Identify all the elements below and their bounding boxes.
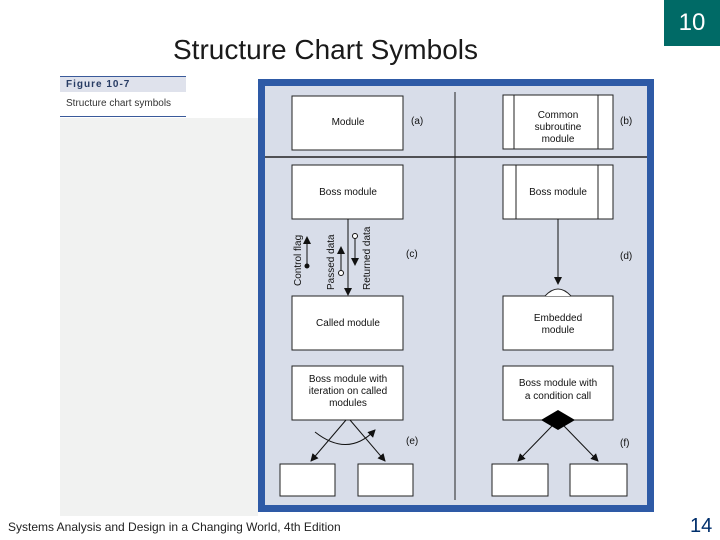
figure-label: Figure 10-7: [60, 76, 186, 92]
figure-caption: Figure 10-7 Structure chart symbols: [60, 76, 186, 118]
module-label: Module: [332, 117, 365, 128]
called-box-e1: [279, 463, 336, 497]
common-subroutine-line-3: module: [542, 134, 575, 145]
boss-iteration-line-3: modules: [329, 398, 367, 409]
footer-text: Systems Analysis and Design in a Changin…: [8, 520, 341, 534]
returned-data-label: Returned data: [362, 226, 373, 290]
called-module-label: Called module: [316, 318, 380, 329]
common-subroutine-line-2: subroutine: [535, 122, 582, 133]
common-subroutine-line-1: Common: [538, 110, 579, 121]
returned-data-circle: [352, 233, 358, 239]
slide-title: Structure Chart Symbols: [173, 34, 478, 65]
panel-label-d: (d): [620, 251, 632, 262]
iteration-arrow-right: [349, 419, 386, 462]
chapter-badge: 10: [664, 0, 720, 46]
panel-label-e: (e): [406, 436, 418, 447]
boss-condition-line-2: a condition call: [525, 391, 591, 402]
called-box-f1: [491, 463, 549, 497]
panel-label-f: (f): [620, 438, 629, 449]
called-box-f2: [569, 463, 628, 497]
figure-description: Structure chart symbols: [66, 98, 172, 109]
control-flag-dot: [304, 263, 310, 269]
called-module-box: [291, 295, 404, 351]
page-number: 14: [690, 515, 713, 537]
boss-condition-line-1: Boss module with: [519, 378, 597, 389]
passed-data-label: Passed data: [326, 234, 337, 290]
iteration-loop-arc: [314, 429, 376, 445]
figure-margin: [60, 118, 258, 516]
condition-diamond: [541, 410, 575, 430]
caption-rule: [60, 116, 186, 117]
embedded-module-line-1: Embedded: [534, 313, 582, 324]
boss-iteration-line-2: iteration on called: [309, 386, 387, 397]
condition-arrow-right: [563, 425, 599, 462]
boss-iteration-box: [291, 365, 404, 421]
boss-iteration-line-1: Boss module with: [309, 374, 387, 385]
called-box-e2: [357, 463, 414, 497]
panel-label-b: (b): [620, 116, 632, 127]
panel-label-c: (c): [406, 249, 418, 260]
embedded-module-box: [502, 295, 614, 351]
boss-module-label-d: Boss module: [529, 187, 587, 198]
embedded-module-line-2: module: [542, 325, 575, 336]
passed-data-circle: [338, 270, 344, 276]
condition-arrow-left: [517, 425, 553, 462]
panel-label-a: (a): [411, 116, 423, 127]
boss-module-label: Boss module: [319, 187, 377, 198]
control-flag-label: Control flag: [293, 235, 304, 286]
embedded-module-cap: [544, 288, 572, 297]
common-subroutine-box: [502, 94, 614, 150]
module-box: [291, 95, 404, 151]
